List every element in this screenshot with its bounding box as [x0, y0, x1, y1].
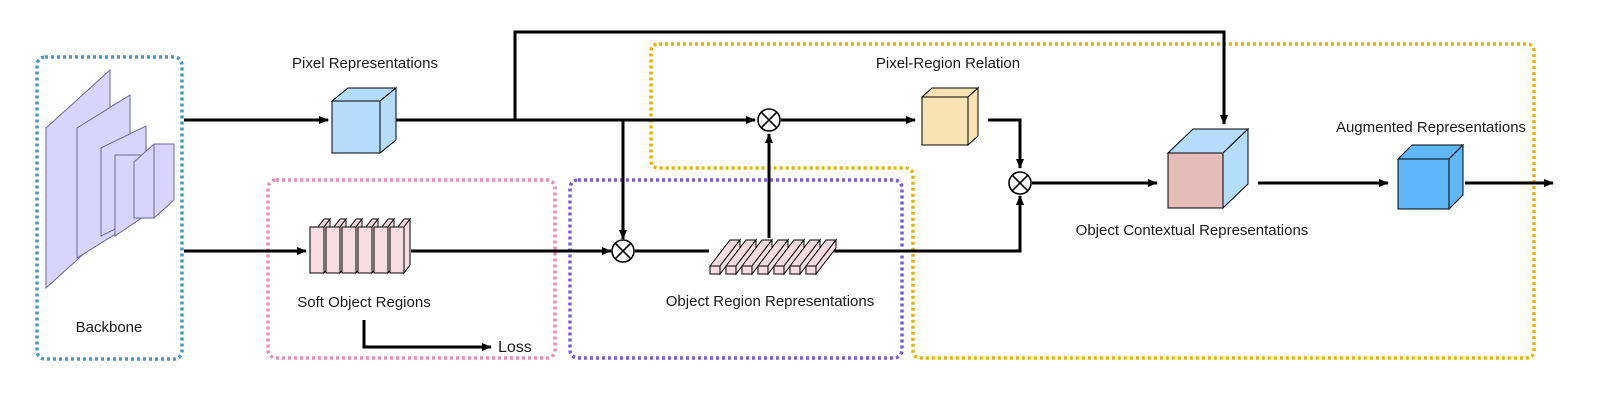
- pixel-region-relation-cube: [920, 86, 980, 147]
- backbone-label: Backbone: [76, 319, 143, 336]
- object-region-bars: [708, 238, 838, 276]
- augmented-representations-cube: [1396, 143, 1465, 211]
- soft-object-regions-box: [266, 178, 557, 360]
- soft-object-regions-slices: [309, 217, 411, 275]
- loss-label: Loss: [498, 339, 532, 356]
- skip-connection: [513, 30, 1228, 125]
- augmented-representations-label: Augmented Representations: [1336, 119, 1526, 136]
- arrow-soft-to-loss: [362, 320, 492, 351]
- backbone-layers: [45, 68, 175, 290]
- object-contextual-cube: [1166, 127, 1250, 210]
- combine-operator-icon: [1008, 171, 1032, 195]
- region-bar: [804, 238, 838, 276]
- relation-operator-icon: [757, 108, 781, 132]
- connectors: [184, 30, 1554, 351]
- region-slice: [389, 217, 411, 275]
- arrow-relation-cube-to-combine: [988, 118, 1024, 169]
- pixel-region-relation-label: Pixel-Region Relation: [876, 55, 1020, 72]
- pixel-region-relation-box: [649, 42, 1536, 360]
- object-region-representations-box: [568, 178, 904, 360]
- soft-object-regions-label: Soft Object Regions: [297, 294, 430, 311]
- pixel-representations-label: Pixel Representations: [292, 55, 438, 72]
- region-bar: [788, 238, 822, 276]
- object-contextual-representations-label: Object Contextual Representations: [1076, 222, 1309, 239]
- backbone-region-box: [35, 55, 184, 361]
- region-bar: [708, 238, 742, 276]
- region-bar: [740, 238, 774, 276]
- arrow-regions-to-combine: [826, 195, 1024, 253]
- object-region-representations-label: Object Region Representations: [666, 293, 874, 310]
- pixel-representations-cube: [330, 86, 398, 155]
- aggregation-operator-icon: [611, 239, 635, 263]
